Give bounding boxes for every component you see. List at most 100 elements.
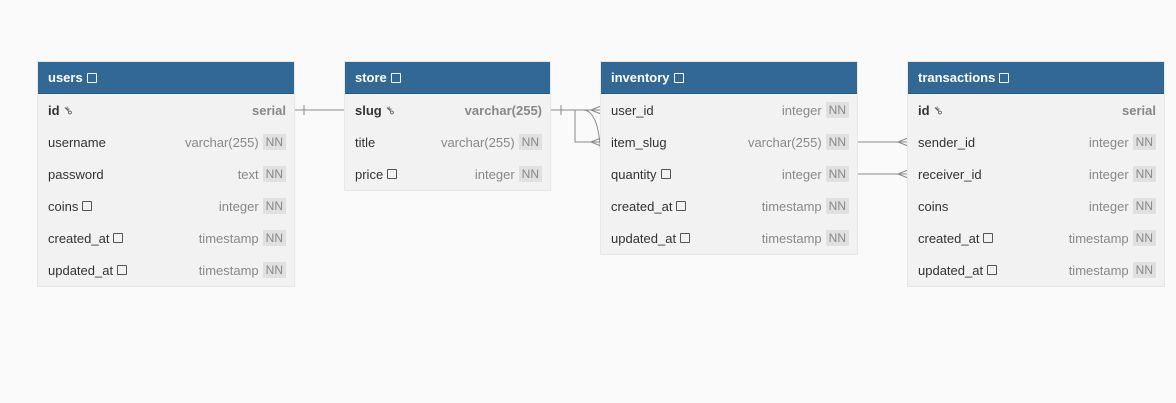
note-icon[interactable] bbox=[113, 233, 124, 243]
field-name: updated_at bbox=[48, 262, 114, 278]
field-row-users-id[interactable]: id⚷serial bbox=[38, 94, 294, 126]
field-name: id bbox=[48, 102, 60, 118]
note-icon[interactable] bbox=[676, 201, 687, 211]
field-name-group: slug⚷ bbox=[355, 102, 398, 118]
field-name: price bbox=[355, 166, 384, 182]
key-icon: ⚷ bbox=[60, 103, 76, 118]
note-icon[interactable] bbox=[673, 72, 684, 83]
field-name-group: username bbox=[48, 135, 106, 150]
field-type: varchar(255) bbox=[464, 102, 542, 118]
field-type: timestamp bbox=[198, 230, 259, 246]
table-header-transactions[interactable]: transactions bbox=[908, 62, 1164, 94]
note-icon[interactable] bbox=[987, 265, 998, 275]
not-null-badge: NN bbox=[825, 166, 849, 182]
not-null-badge: NN bbox=[1132, 198, 1156, 214]
not-null-badge: NN bbox=[825, 230, 849, 246]
field-name-group: coins bbox=[918, 199, 948, 214]
not-null-badge: NN bbox=[825, 134, 849, 150]
table-title: store bbox=[355, 70, 387, 85]
field-name-group: coins bbox=[48, 198, 93, 214]
not-null-badge: NN bbox=[518, 134, 542, 150]
field-type: integer bbox=[781, 102, 822, 118]
field-type: timestamp bbox=[761, 198, 822, 214]
note-icon[interactable] bbox=[117, 265, 128, 275]
key-icon: ⚷ bbox=[930, 103, 946, 118]
field-name: updated_at bbox=[611, 230, 677, 246]
field-name: slug bbox=[355, 102, 382, 118]
note-icon[interactable] bbox=[390, 72, 401, 83]
not-null-badge: NN bbox=[262, 262, 286, 278]
field-type: timestamp bbox=[761, 230, 822, 246]
field-name: sender_id bbox=[918, 134, 976, 150]
note-icon[interactable] bbox=[983, 233, 994, 243]
many-marker bbox=[590, 105, 602, 115]
table-title: transactions bbox=[918, 70, 996, 85]
field-name: coins bbox=[918, 198, 949, 214]
field-name: created_at bbox=[918, 230, 980, 246]
relationship-line bbox=[582, 109, 602, 169]
not-null-badge: NN bbox=[825, 198, 849, 214]
not-null-badge: NN bbox=[1132, 134, 1156, 150]
field-name-group: updated_at bbox=[918, 262, 998, 278]
not-null-badge: NN bbox=[1132, 262, 1156, 278]
field-name: password bbox=[48, 166, 104, 182]
field-row-store-slug[interactable]: slug⚷ varchar(255) bbox=[345, 94, 550, 126]
field-type: varchar(255) bbox=[440, 134, 515, 150]
field-name-group: receiver_id bbox=[918, 167, 982, 182]
key-icon: ⚷ bbox=[383, 103, 398, 118]
note-icon[interactable] bbox=[680, 233, 691, 243]
note-icon[interactable] bbox=[82, 201, 93, 211]
table-header-inventory[interactable]: inventory bbox=[601, 62, 857, 94]
field-name: id bbox=[918, 102, 930, 118]
field-name-group: created_at bbox=[48, 231, 124, 246]
field-name-group: item_slug bbox=[611, 135, 667, 150]
field-row-transactions-id[interactable]: id⚷serial bbox=[908, 94, 1164, 126]
note-icon[interactable] bbox=[86, 72, 97, 83]
field-type: integer bbox=[1088, 198, 1129, 214]
field-type: varchar(255) bbox=[747, 134, 822, 150]
not-null-badge: NN bbox=[262, 198, 286, 214]
field-name: username bbox=[48, 134, 106, 150]
note-icon[interactable] bbox=[387, 169, 398, 179]
field-name: updated_at bbox=[918, 262, 984, 278]
field-name-group: id⚷ bbox=[48, 102, 76, 118]
field-type: timestamp bbox=[1068, 262, 1129, 278]
not-null-badge: NN bbox=[825, 102, 849, 118]
field-type: timestamp bbox=[198, 262, 259, 278]
field-name-group: created_at bbox=[918, 230, 994, 246]
field-type: timestamp bbox=[1068, 230, 1129, 246]
field-type: text bbox=[237, 166, 259, 182]
not-null-badge: NN bbox=[518, 166, 542, 182]
field-name: receiver_id bbox=[918, 166, 982, 182]
table-header-users[interactable]: users bbox=[38, 62, 294, 94]
field-type: integer bbox=[474, 166, 515, 182]
table-header-store[interactable]: store bbox=[345, 62, 550, 94]
note-icon[interactable] bbox=[999, 72, 1010, 83]
field-type: integer bbox=[1088, 166, 1129, 182]
field-name: coins bbox=[48, 198, 79, 214]
note-icon[interactable] bbox=[660, 169, 671, 179]
field-row-inventory-item_slug[interactable]: item_slug varchar(255)NN bbox=[601, 126, 857, 158]
field-name: item_slug bbox=[611, 134, 667, 150]
